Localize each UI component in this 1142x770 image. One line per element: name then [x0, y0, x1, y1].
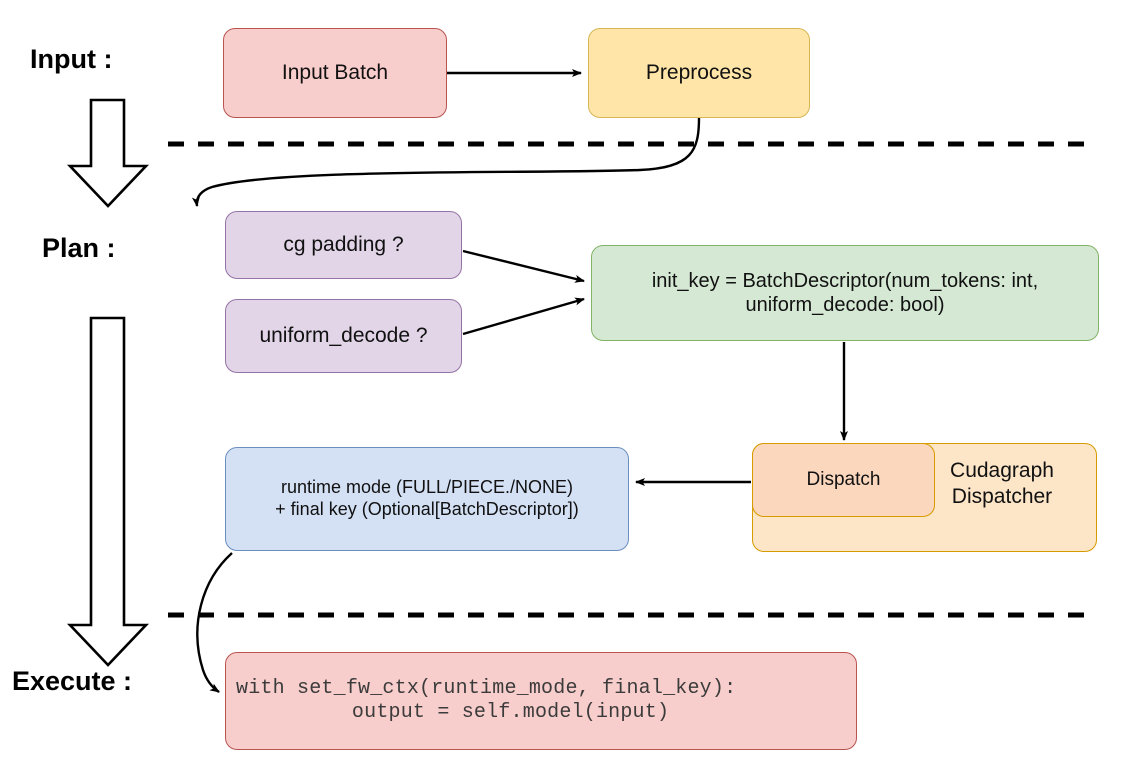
arrow-cg-padding-to-init-key	[462, 249, 585, 283]
node-cudagraph-dispatcher-label: Cudagraph Dispatcher	[950, 459, 1054, 508]
node-dispatch[interactable]: Dispatch	[752, 443, 935, 517]
node-preprocess-label: Preprocess	[645, 61, 753, 85]
stage-label-input: Input :	[30, 44, 113, 74]
node-runtime-mode-text: runtime mode (FULL/PIECE./NONE) + final …	[275, 477, 579, 521]
arrow-preprocess-to-cg-padding	[191, 117, 701, 207]
node-init-key[interactable]: init_key = BatchDescriptor(num_tokens: i…	[591, 245, 1099, 341]
stage-label-plan: Plan :	[42, 233, 116, 263]
node-init-key-line2: uniform_decode: bool)	[745, 294, 945, 316]
node-runtime-mode-line2: + final key (Optional[BatchDescriptor])	[275, 499, 579, 519]
stage-label-execute: Execute :	[12, 666, 133, 696]
node-uniform-decode[interactable]: uniform_decode ?	[225, 299, 462, 373]
node-input-batch-label: Input Batch	[281, 61, 389, 85]
code-block-text: with set_fw_ctx(runtime_mode, final_key)…	[236, 676, 737, 724]
input-to-plan-arrow	[66, 98, 150, 208]
node-init-key-text: init_key = BatchDescriptor(num_tokens: i…	[652, 269, 1038, 318]
node-runtime-mode[interactable]: runtime mode (FULL/PIECE./NONE) + final …	[225, 447, 629, 551]
arrow-uniform-decode-to-init-key	[462, 297, 585, 336]
node-input-batch[interactable]: Input Batch	[223, 28, 447, 118]
node-uniform-decode-label: uniform_decode ?	[259, 324, 428, 348]
node-dispatch-label: Dispatch	[806, 469, 881, 491]
node-preprocess[interactable]: Preprocess	[588, 28, 810, 118]
node-cg-padding-label: cg padding ?	[283, 233, 404, 257]
node-init-key-line1: init_key = BatchDescriptor(num_tokens: i…	[651, 269, 1039, 292]
node-runtime-mode-line1: runtime mode (FULL/PIECE./NONE)	[280, 477, 574, 498]
node-code-block[interactable]: with set_fw_ctx(runtime_mode, final_key)…	[225, 652, 857, 750]
node-cg-padding[interactable]: cg padding ?	[225, 211, 462, 279]
plan-to-execute-arrow	[66, 316, 150, 667]
